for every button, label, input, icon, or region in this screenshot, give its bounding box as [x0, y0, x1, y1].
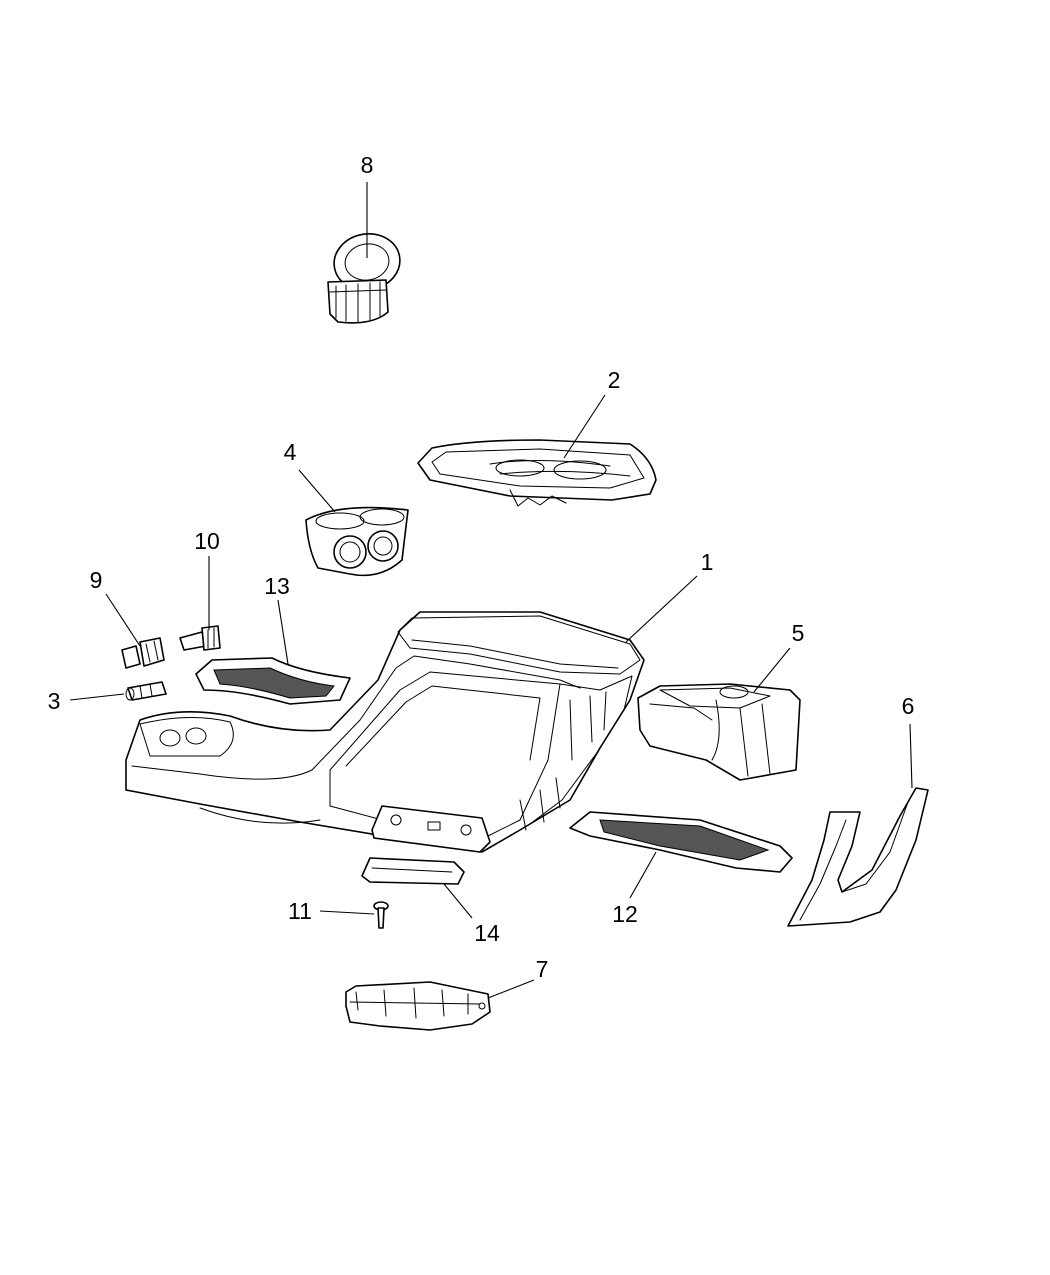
- leader-13: [277, 599, 289, 665]
- callout-7: 7: [536, 956, 549, 982]
- callout-12: 12: [612, 901, 638, 927]
- callout-4: 4: [284, 439, 297, 465]
- part-3-connector: [125, 681, 167, 701]
- callout-labels: 8 2 4 10 9 13 3 1 5 6 12 14 11 7: [48, 152, 915, 982]
- callout-11: 11: [288, 898, 312, 924]
- part-6-trim: [787, 787, 929, 927]
- leader-7: [487, 979, 535, 999]
- part-12-tray: [569, 811, 793, 873]
- leader-12: [629, 851, 657, 899]
- part-11-screw: [373, 901, 389, 929]
- leader-5: [753, 647, 791, 693]
- callout-13: 13: [264, 573, 290, 599]
- part-10-switch: [179, 625, 221, 651]
- callout-10: 10: [194, 528, 220, 554]
- callout-14: 14: [474, 920, 500, 946]
- part-4-cup-insert: [305, 506, 409, 577]
- callout-2: 2: [608, 367, 621, 393]
- leader-6: [909, 723, 913, 789]
- callout-9: 9: [90, 567, 103, 593]
- part-2-tray: [417, 439, 657, 507]
- leader-9: [105, 593, 141, 647]
- callout-6: 6: [902, 693, 915, 719]
- callout-1: 1: [701, 549, 714, 575]
- part-13-mat: [195, 657, 351, 705]
- part-14-bezel: [361, 857, 465, 885]
- callout-8: 8: [361, 152, 374, 178]
- leader-lines: [69, 182, 913, 999]
- leader-14: [443, 883, 473, 919]
- part-8-cup-holder: [327, 233, 401, 324]
- part-1-console-body: [125, 611, 645, 853]
- part-5-bin: [637, 683, 801, 781]
- leader-2: [563, 394, 606, 459]
- callout-3: 3: [48, 688, 61, 714]
- leader-1: [625, 575, 698, 643]
- leader-4: [298, 469, 336, 513]
- leader-11: [319, 910, 375, 915]
- callout-5: 5: [792, 620, 805, 646]
- part-9-switch: [121, 637, 165, 669]
- part-7-bracket: [345, 981, 491, 1031]
- leader-3: [69, 693, 125, 701]
